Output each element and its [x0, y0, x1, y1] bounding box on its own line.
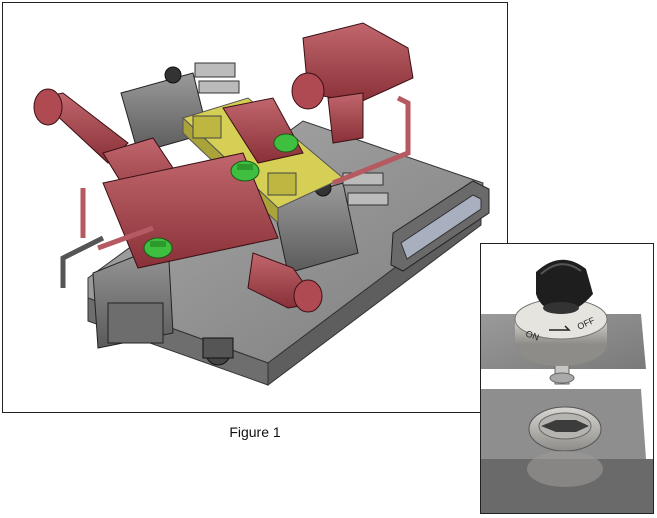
side-rail: [60, 180, 490, 288]
figure-frame: [2, 2, 508, 413]
figure-caption: Figure 1: [229, 424, 281, 440]
knob-label-on: ON: [524, 328, 540, 342]
knob-photo-illustration: ON OFF: [481, 259, 653, 513]
lower-fittings: [92, 242, 234, 366]
green-knobs: [143, 133, 299, 259]
black-knob-handle: [536, 259, 593, 314]
red-manifold-assembly: [33, 22, 414, 313]
knob-collar: ON OFF: [514, 298, 608, 366]
cad-assembly-illustration: [33, 22, 490, 387]
mounting-hole: [527, 406, 603, 487]
inset-photo: ON OFF: [480, 243, 654, 514]
